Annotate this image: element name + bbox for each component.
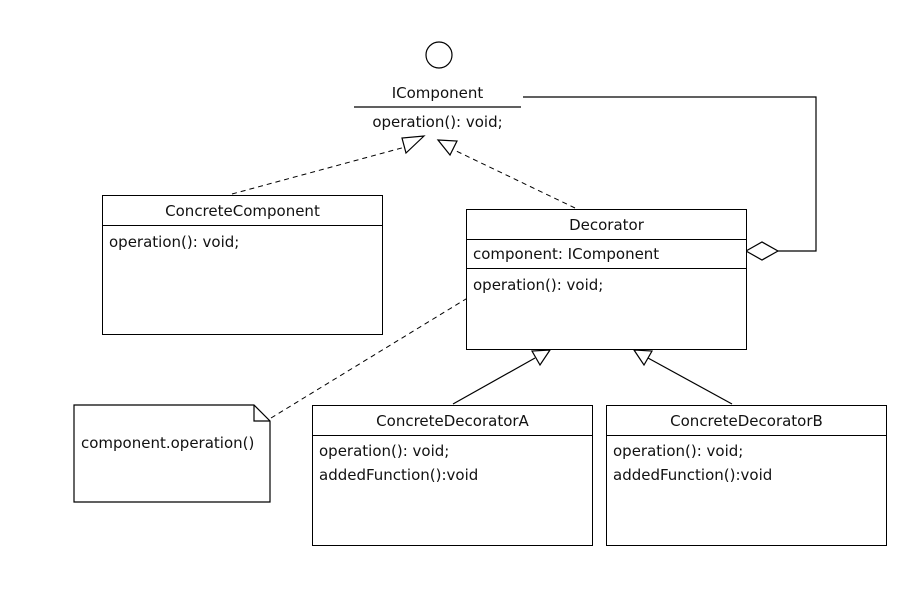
generalization-line-b bbox=[647, 357, 733, 405]
class-method: operation(): void; bbox=[473, 276, 604, 294]
class-method: operation(): void; bbox=[613, 442, 744, 460]
class-attribute: component: IComponent bbox=[467, 240, 746, 269]
realization-line-decorator bbox=[451, 148, 576, 209]
interface-lollipop-icon bbox=[425, 41, 453, 69]
class-title: ConcreteComponent bbox=[103, 196, 382, 226]
realization-arrowhead-left-icon bbox=[401, 135, 426, 155]
interface-name: IComponent bbox=[391, 84, 484, 102]
note-shape bbox=[73, 404, 271, 503]
generalization-arrowhead-a-icon bbox=[530, 349, 552, 367]
realization-arrowhead-right-icon bbox=[436, 139, 458, 157]
concrete-decorator-a-class[interactable]: ConcreteDecoratorA operation(): void; ad… bbox=[312, 405, 593, 546]
class-title: ConcreteDecoratorA bbox=[313, 406, 592, 436]
note-connector bbox=[270, 279, 498, 419]
generalization-line-a bbox=[452, 357, 536, 405]
realization-line-concrete-component bbox=[231, 145, 410, 195]
concrete-decorator-b-class[interactable]: ConcreteDecoratorB operation(): void; ad… bbox=[606, 405, 887, 546]
class-method: operation(): void; bbox=[319, 442, 450, 460]
interface-method: operation(): void; bbox=[372, 113, 503, 131]
aggregation-diamond-icon bbox=[744, 241, 780, 261]
generalization-arrowhead-b-icon bbox=[632, 349, 654, 367]
note-text: component.operation() bbox=[81, 434, 255, 452]
aggregation-line bbox=[523, 96, 817, 252]
class-added-function: addedFunction():void bbox=[613, 466, 773, 484]
concrete-component-class[interactable]: ConcreteComponent operation(): void; bbox=[102, 195, 383, 335]
class-title: ConcreteDecoratorB bbox=[607, 406, 886, 436]
note-fold bbox=[253, 405, 270, 422]
class-added-function: addedFunction():void bbox=[319, 466, 479, 484]
class-members: operation(): void; addedFunction():void bbox=[607, 436, 886, 491]
class-members: operation(): void; addedFunction():void bbox=[313, 436, 592, 491]
class-method: operation(): void; bbox=[109, 233, 240, 251]
class-title: Decorator bbox=[467, 210, 746, 240]
decorator-class[interactable]: Decorator component: IComponent operatio… bbox=[466, 209, 747, 350]
